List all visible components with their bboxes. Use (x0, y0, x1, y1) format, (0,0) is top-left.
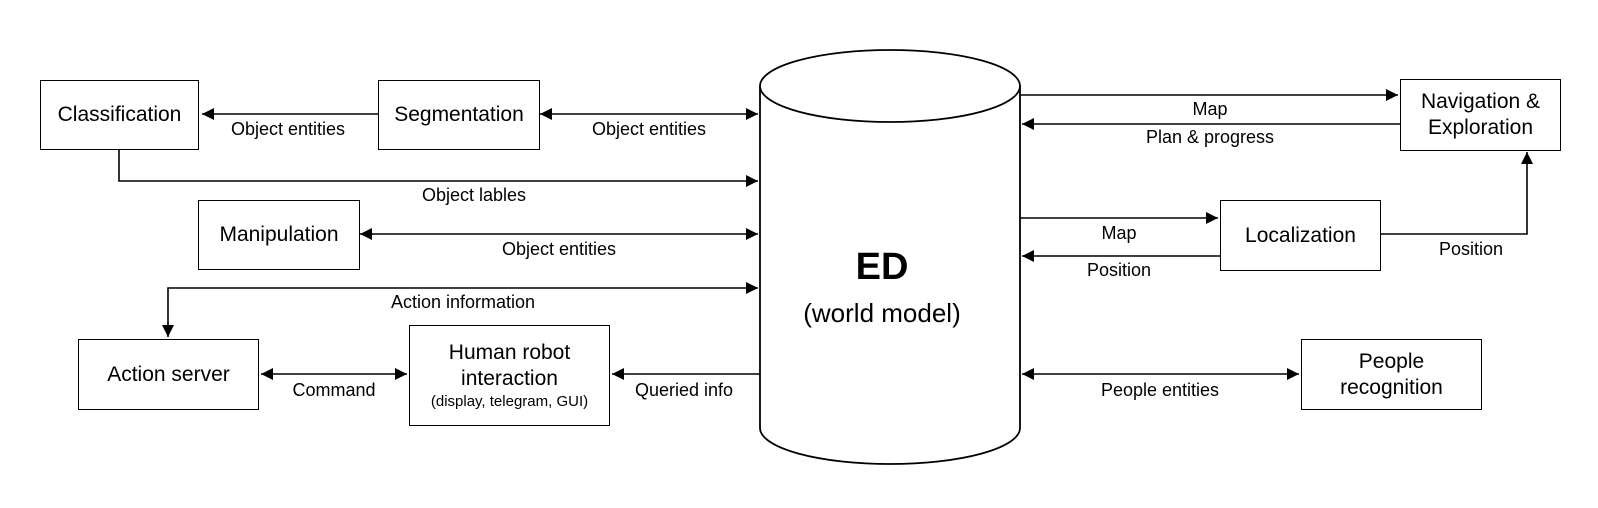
edge-position-to-nav (1380, 152, 1533, 235)
edge-label-map-to-nav: Map (1190, 98, 1230, 120)
edge-label-position-to-ed: Position (1084, 259, 1154, 281)
edge-label-plan-progress: Plan & progress (1143, 126, 1277, 148)
hri-label: Human robot interaction (448, 340, 571, 390)
localization-label: Localization (1245, 223, 1356, 247)
edge-label-map-to-loc: Map (1099, 222, 1139, 244)
edge-object-lables (118, 150, 758, 187)
segmentation-label: Segmentation (394, 103, 524, 126)
world-model-subtitle: (world model) (803, 298, 961, 328)
action-server-node: Action server (78, 339, 259, 410)
edge-label-command: Command (290, 379, 378, 401)
edge-label-seg-ed: Object entities (589, 118, 709, 140)
edge-action-information (162, 282, 758, 337)
edge-label-seg-to-class: Object entities (228, 118, 348, 140)
action-server-label: Action server (107, 362, 230, 386)
segmentation-node: Segmentation (378, 80, 540, 150)
world-model-cylinder (759, 49, 1021, 465)
hri-node: Human robot interaction (display, telegr… (409, 325, 610, 426)
edge-label-object-lables: Object lables (419, 184, 529, 206)
edge-label-action-information: Action information (388, 291, 538, 313)
navigation-node: Navigation & Exploration (1400, 79, 1561, 151)
classification-node: Classification (40, 80, 199, 150)
navigation-label: Navigation & Exploration (1420, 90, 1541, 139)
manipulation-label: Manipulation (219, 223, 339, 246)
edge-label-people-entities: People entities (1098, 379, 1222, 401)
people-recognition-node: People recognition (1301, 339, 1482, 410)
people-recognition-label: People recognition (1340, 349, 1443, 399)
classification-label: Classification (57, 103, 182, 126)
manipulation-node: Manipulation (198, 200, 360, 270)
edge-label-queried-info: Queried info (632, 379, 736, 401)
hri-sublabel: (display, telegram, GUI) (430, 392, 589, 410)
world-model-title: ED (855, 246, 909, 288)
edge-label-position-to-nav: Position (1436, 238, 1506, 260)
edge-label-manip-ed: Object entities (499, 238, 619, 260)
localization-node: Localization (1220, 200, 1381, 271)
